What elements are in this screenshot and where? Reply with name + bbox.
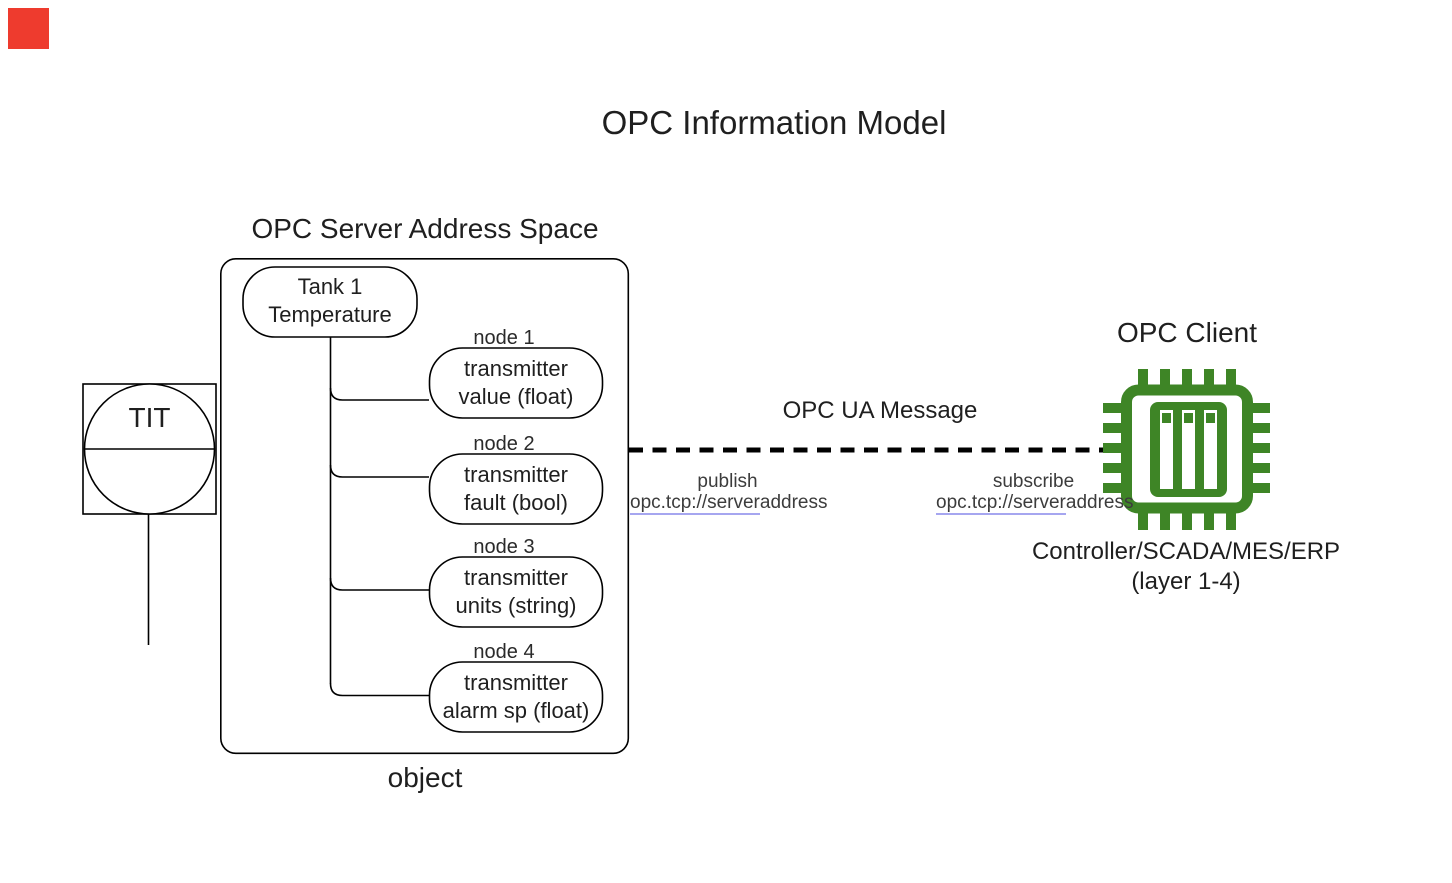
tit-instrument-symbol (82, 383, 217, 645)
node-2-label: transmitter fault (bool) (464, 462, 568, 515)
node-1-tag: node 1 (473, 327, 535, 349)
node-4-label: transmitter alarm sp (float) (442, 670, 590, 723)
node-1-label: transmitter value (float) (458, 356, 574, 409)
publish-address-link[interactable]: opc.tcp://serveraddress (630, 492, 828, 515)
instrument-tag-label: TIT (128, 402, 171, 433)
node-2-tag: node 2 (473, 433, 535, 455)
tree-connectors (329, 337, 429, 697)
red-marker-square (8, 8, 49, 49)
client-caption: Controller/SCADA/MES/ERP (layer 1-4) (1031, 538, 1341, 595)
publish-block: publish opc.tcp://serveraddress (630, 471, 828, 515)
publish-label: publish (697, 471, 758, 492)
root-node-shape (242, 266, 418, 338)
node-3-label: transmitter units (string) (455, 565, 577, 618)
subscribe-label: subscribe (992, 471, 1075, 492)
opc-ua-message-label: OPC UA Message (782, 397, 978, 424)
subscribe-address-link[interactable]: opc.tcp://serveraddress (936, 492, 1134, 515)
node-2-shape (428, 453, 604, 525)
node-4-tag: node 4 (473, 641, 535, 663)
node-3-shape (428, 556, 604, 628)
node-3-tag: node 3 (473, 536, 535, 558)
diagram-title: OPC Information Model (601, 104, 947, 141)
node-1-shape (428, 347, 604, 419)
server-address-space-label: OPC Server Address Space (251, 213, 599, 244)
object-label: object (387, 762, 463, 793)
opc-client-label: OPC Client (1116, 317, 1258, 348)
chip-icon (1103, 369, 1270, 530)
subscribe-block: subscribe opc.tcp://serveraddress (936, 471, 1134, 515)
root-node-label: Tank 1 Temperature (268, 274, 392, 327)
node-4-shape (428, 661, 604, 733)
